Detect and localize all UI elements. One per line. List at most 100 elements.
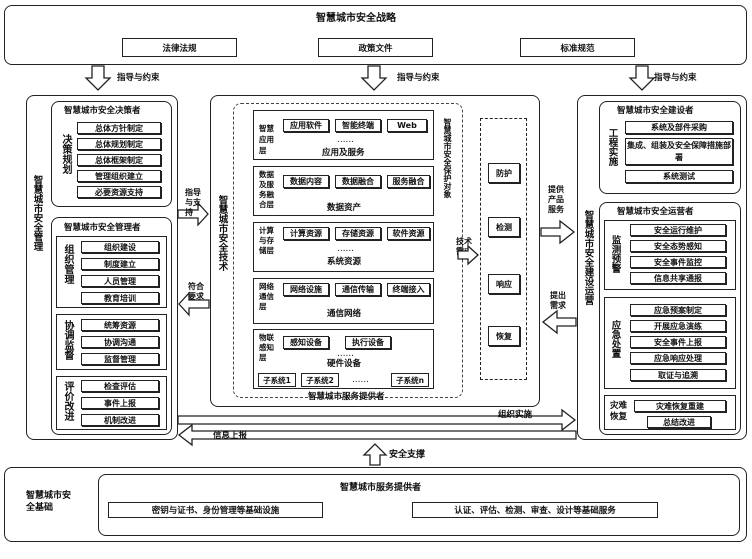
emergency-item: 应急预案制定 [630,304,726,316]
defense-respond: 响应 [488,274,520,294]
subsystem-dots: …… [352,375,369,385]
builder-title: 智慧城市安全建设者 [617,106,694,116]
operator-title: 智慧城市安全运营者 [617,207,694,217]
protected-objects-title: 智慧城市安全保护对象 [443,118,452,198]
strategy-item-standard: 标准规范 [520,38,635,57]
monitor-item: 安全事件监控 [630,256,726,268]
meet-requirement-label: 符合要求 [188,282,204,301]
builder-side-label: 工程实施 [606,128,618,166]
defense-recover: 恢复 [488,326,520,346]
layer-side-label: 网络通信层 [259,282,274,311]
layer-item: 存储资源 [335,227,381,240]
layer-dots: …… [337,244,354,254]
eval-item: 事件上报 [81,397,159,409]
layer-item: 网络设施 [283,283,329,296]
layer-application [253,110,434,160]
layer-name: 应用及服务 [322,148,365,158]
layer-data [253,166,434,216]
coord-item: 统筹资源 [81,319,159,331]
layer-item: 数据融合 [335,175,381,188]
security-support-label: 安全支撑 [389,450,426,460]
disaster-item: 总结改进 [647,416,711,428]
layer-item: 软件资源 [387,227,430,240]
builder-item: 系统及部件采购 [625,121,733,134]
layer-dots: …… [337,135,354,145]
layer-item: 数据内容 [283,175,329,188]
guide-label-middle: 指导与约束 [397,73,440,83]
monitor-side-label: 监测预警 [609,235,621,273]
eval-side-label: 评价改进 [62,381,73,421]
monitor-item: 安全运行维护 [630,224,726,236]
decision-item: 总体方针制定 [77,122,161,134]
defense-protect: 防护 [488,163,520,183]
service-provider-title: 智慧城市服务提供者 [308,392,385,402]
org-side-label: 组织管理 [62,244,73,284]
foundation-side-label: 智慧城市安全基础 [26,491,72,513]
decision-item: 必要资源支持 [77,186,161,198]
strategy-title: 智慧城市安全战略 [316,13,396,24]
strategy-item-law: 法律法规 [122,38,237,57]
subsystem-box: 子系统n [391,373,429,387]
layer-name: 硬件设备 [327,359,362,369]
decision-side-label: 决策规划 [60,134,71,174]
layer-side-label: 物联感知层 [259,333,274,362]
manager-title: 智慧城市安全管理者 [64,223,141,233]
layer-item: 通信传输 [335,283,381,296]
layer-item: 感知设备 [283,336,329,349]
propose-requirement-label: 提出需求 [550,291,566,310]
coord-side-label: 协调监督 [62,320,73,360]
defense-detect: 检测 [488,217,520,237]
foundation-item-service: 认证、评估、检测、审查、设计等基础服务 [412,502,658,518]
build-operate-section-title: 智慧城市安全建设运营 [582,210,594,305]
subsystem-box: 子系统1 [258,373,296,387]
coord-item: 协调沟通 [81,336,159,348]
foundation-title: 智慧城市服务提供者 [340,483,422,493]
guide-label-left: 指导与约束 [117,73,160,83]
emergency-item: 取证与追溯 [630,369,726,381]
emergency-side-label: 应急处置 [609,320,621,358]
layer-item: Web [387,119,427,132]
org-item: 制度建立 [81,258,159,270]
layer-item: 执行设备 [345,336,391,349]
layer-name: 通信网络 [327,309,362,319]
guide-label-right: 指导与约束 [654,73,697,83]
strategy-item-policy: 政策文件 [318,38,433,57]
guide-support-label: 指导与支持 [185,188,201,217]
emergency-item: 应急响应处理 [630,352,726,364]
layer-item: 应用软件 [283,119,329,132]
layer-side-label: 智慧应用层 [259,124,274,155]
coord-item: 监督管理 [81,353,159,365]
decision-maker-title: 智慧城市安全决策者 [64,106,141,116]
org-impl-label: 组织实施 [498,410,533,420]
disaster-item: 灾难恢复重建 [634,400,726,412]
subsystem-box: 子系统2 [301,373,339,387]
layer-side-label: 数据及服务融合层 [259,170,274,209]
org-item: 组织建设 [81,241,159,253]
management-section-title: 智慧城市安全管理 [31,175,43,251]
disaster-side-label: 灾难恢复 [610,401,628,422]
decision-item: 总体框架制定 [77,154,161,166]
emergency-item: 开展应急演练 [630,320,726,332]
layer-name: 系统资源 [327,257,362,267]
decision-item: 总体规划制定 [77,138,161,150]
layer-item: 服务融合 [387,175,430,188]
provide-service-label: 提供产品服务 [548,185,564,214]
monitor-item: 信息共享通报 [630,272,726,284]
eval-item: 检查评估 [81,380,159,392]
layer-name: 数据资产 [327,203,362,213]
org-item: 人员管理 [81,275,159,287]
builder-item: 集成、组装及安全保障措施部署 [625,138,733,165]
builder-item: 系统测试 [625,170,733,183]
decision-item: 管理组织建立 [77,170,161,182]
layer-item: 智能终端 [335,119,381,132]
technology-section-title: 智慧城市安全技术 [216,195,228,271]
layer-item: 终端接入 [387,283,430,296]
emergency-item: 安全事件上报 [630,336,726,348]
eval-item: 机制改进 [81,414,159,426]
layer-side-label: 计算与存储层 [259,226,274,255]
org-item: 教育培训 [81,292,159,304]
layer-dots: …… [337,349,354,359]
info-report-label: 信息上报 [213,431,248,441]
layer-item: 计算资源 [283,227,329,240]
